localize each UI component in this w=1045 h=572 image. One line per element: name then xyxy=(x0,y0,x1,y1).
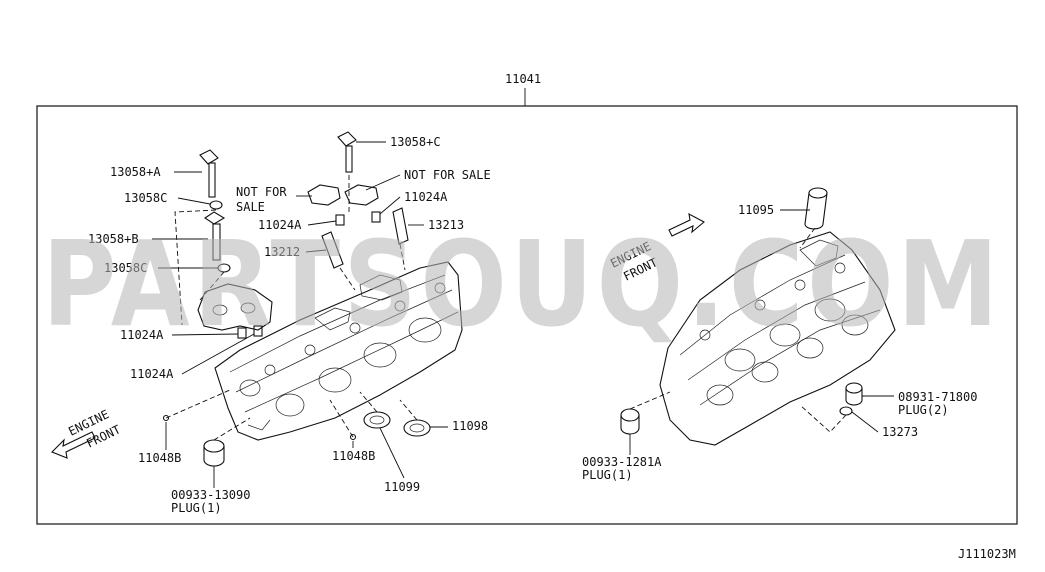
label-11024a-4: 11024A xyxy=(130,367,174,381)
label-13273: 13273 xyxy=(882,425,918,439)
label-plug1-number: 00933-13090 xyxy=(171,488,250,502)
washer-13273 xyxy=(839,406,853,416)
label-13058c-2: 13058C xyxy=(104,261,147,275)
engine-front-arrow-left-icon xyxy=(51,431,96,459)
label-13058a: 13058+A xyxy=(110,165,161,179)
label-not-for-sale-2: NOT FOR SALE xyxy=(404,168,491,182)
label-11024a-3: 11024A xyxy=(120,328,164,342)
assembly-number-label: 11041 xyxy=(505,72,541,86)
leader-11024a-4 xyxy=(181,333,255,375)
label-13213: 13213 xyxy=(428,218,464,232)
cam-bracket-hole xyxy=(240,302,256,314)
left-cam-bracket xyxy=(197,283,273,331)
label-11098: 11098 xyxy=(452,419,488,433)
right-cylinder-head xyxy=(659,231,896,446)
leader-11024a-2 xyxy=(307,220,337,226)
label-11048b-1: 11048B xyxy=(138,451,181,465)
bolt-13058a xyxy=(199,149,219,198)
label-11099: 11099 xyxy=(384,480,420,494)
cam-bracket-hole xyxy=(212,304,228,316)
dowel-11024a-3 xyxy=(237,327,247,339)
leader-not-for-sale-2 xyxy=(365,174,401,191)
label-plug1-name: PLUG(1) xyxy=(171,501,222,515)
label-plug2-name: PLUG(1) xyxy=(582,468,633,482)
engine-front-arrow-right-icon xyxy=(668,212,705,237)
leader-11024a-1 xyxy=(379,196,401,215)
label-plug2-number: 00933-1281A xyxy=(582,455,662,469)
leader-13212 xyxy=(305,249,327,253)
not-for-sale-cap-2 xyxy=(344,184,379,206)
label-11024a-1: 11024A xyxy=(404,190,448,204)
leader-11099 xyxy=(379,427,405,479)
plug-08931-71800 xyxy=(845,382,863,406)
washer-13058c xyxy=(209,200,223,210)
label-11048b-2: 11048B xyxy=(332,449,375,463)
seal-11099 xyxy=(363,411,391,429)
label-11024a-2: 11024A xyxy=(258,218,302,232)
watermark: PARTSOUQ.COM xyxy=(42,215,1002,353)
guide-13213 xyxy=(392,207,409,245)
plug-00933-13090 xyxy=(203,439,225,467)
dowel-11024a-2 xyxy=(371,211,381,223)
label-not-for-sale-1a: NOT FOR xyxy=(236,185,287,199)
left-cylinder-head xyxy=(214,261,463,441)
bolt-13058c xyxy=(337,131,357,173)
assembly-dashed-lines-right xyxy=(629,227,847,433)
label-plug3-name: PLUG(2) xyxy=(898,403,949,417)
leader-13273 xyxy=(851,411,879,433)
label-plug3-number: 08931-71800 xyxy=(898,390,977,404)
assembly-frame xyxy=(36,105,1018,525)
label-13058b: 13058+B xyxy=(88,232,139,246)
drawing-code: J111023M xyxy=(958,547,1016,561)
not-for-sale-cap-1 xyxy=(307,184,341,206)
label-11095: 11095 xyxy=(738,203,774,217)
bolt-13058b xyxy=(204,211,226,261)
label-13212: 13212 xyxy=(264,245,300,259)
plug-11048b-1 xyxy=(162,414,170,422)
plug-00933-1281a xyxy=(620,408,640,435)
dowel-11024a-4 xyxy=(253,325,263,337)
assembly-dashed-lines-left xyxy=(165,175,418,441)
label-13058c-top: 13058+C xyxy=(390,135,441,149)
label-13058c: 13058C xyxy=(124,191,167,205)
guide-13212 xyxy=(321,231,344,269)
plug-11048b-2 xyxy=(349,433,357,441)
label-not-for-sale-1b: SALE xyxy=(236,200,265,214)
dowel-11024a-1 xyxy=(335,214,345,226)
seal-11098 xyxy=(403,419,431,437)
leader-11024a-3 xyxy=(171,333,239,336)
leader-13058c xyxy=(177,197,211,205)
